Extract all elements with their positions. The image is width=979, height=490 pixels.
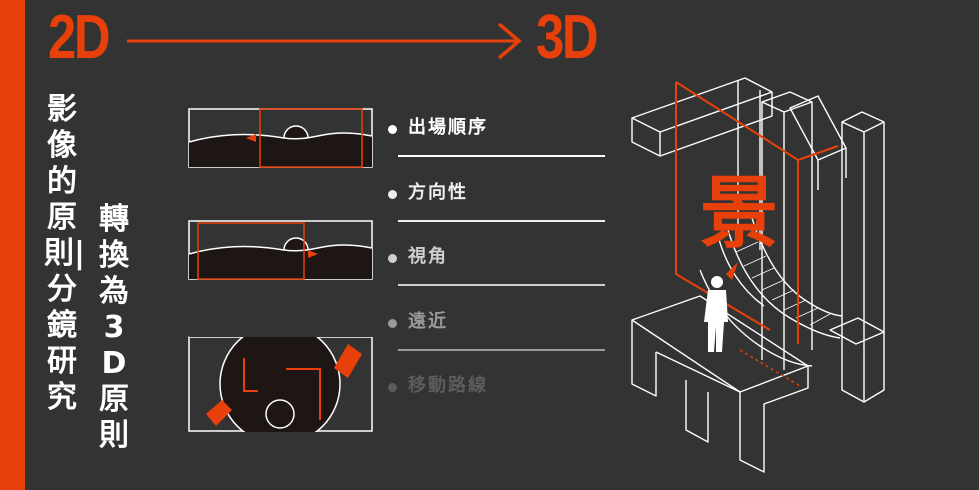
person-figure-icon [704,276,728,352]
header-2d-label: 2D [48,3,111,72]
scene-character: 景 [700,169,779,259]
vertical-title-sub: 轉換為3D原則 [99,202,129,453]
list-item-label: 移動路線 [408,375,488,396]
list-item: 出場順序 [386,110,606,175]
list-item-label: 方向性 [408,181,468,203]
bullet-dot-icon [388,254,397,263]
vertical-title-main: 影像的原則|分鏡研究 [44,92,85,415]
bullet-dot-icon [388,383,397,392]
bullet-dot-icon [388,318,397,328]
principle-list: 出場順序 方向性 視角 遠近 移動路線 [386,110,606,433]
list-item-label: 視角 [408,246,448,267]
divider [398,155,605,157]
storyboard-panel-2 [188,220,373,280]
header-3d-label: 3D [536,3,599,72]
list-item: 方向性 [386,175,606,240]
isometric-scene-illustration [631,77,885,473]
storyboard-panel-1 [188,108,373,168]
list-item: 視角 [386,239,606,304]
list-item: 遠近 [386,304,606,369]
list-item-label: 出場順序 [408,117,488,138]
left-accent-bar [0,0,25,490]
bullet-dot-icon [388,189,397,199]
divider [398,284,605,286]
divider [398,219,605,222]
arrow-right-icon [127,22,522,60]
divider [398,348,605,351]
storyboard-panel-3 [188,336,373,434]
list-item: 移動路線 [386,368,606,433]
list-item-label: 遠近 [408,310,448,332]
bullet-dot-icon [388,125,397,134]
